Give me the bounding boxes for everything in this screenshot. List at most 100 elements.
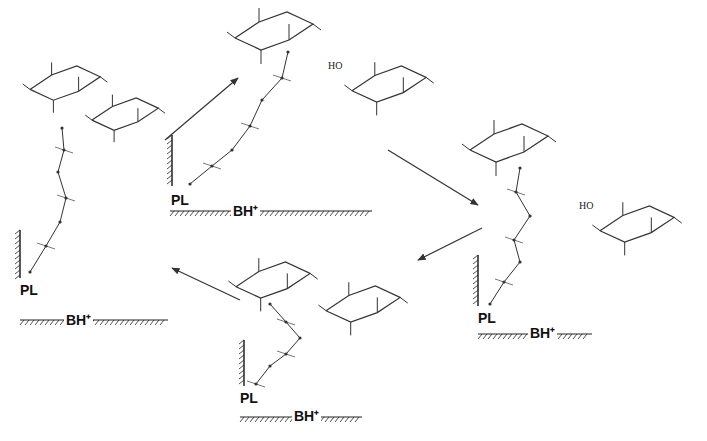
reaction-state: PLBH⁺ [12,50,174,335]
hatch-tick [518,334,522,339]
cofactor-label: PL [238,390,260,406]
hatch-tick [190,211,194,216]
hatch-tick [498,334,502,339]
protein-bar [243,340,245,386]
hatch-tick [15,260,20,264]
hatch-tick [285,211,289,216]
hatch-tick [340,417,344,422]
hatch-tick [245,417,249,422]
hatch-tick [260,417,264,422]
hatch-tick [473,260,478,264]
hatch-tick [15,250,20,254]
hatch-tick [205,211,209,216]
atom-dot [280,76,283,79]
atom-dot [528,214,531,217]
hatch-tick [95,320,99,325]
hatch-tick [350,417,354,422]
atom-dot [284,352,287,355]
cofactor-label: PL [18,282,40,298]
hatch-tick [25,320,29,325]
atom-dot [268,302,271,305]
hatch-tick [15,255,20,259]
hatch-tick [220,211,224,216]
hatch-tick [503,334,507,339]
substituent-bond [624,242,625,255]
atom-dot [284,320,287,323]
substituent-bond [548,136,556,142]
hatch-tick [285,417,289,422]
hatch-tick [175,211,179,216]
hatch-tick [55,320,59,325]
hatch-tick [473,300,478,304]
hatch-tick [250,417,254,422]
hatch-tick [15,240,20,244]
substituent-bond [289,24,290,40]
hatch-tick [305,211,309,216]
hatch-tick [167,155,172,159]
hatch-tick [345,417,349,422]
reaction-arrow [165,78,238,140]
atom-dot [298,336,301,339]
substituent-bond [674,217,682,223]
hatch-tick [365,211,369,216]
atom-dot [512,238,515,241]
substituent-bond [313,24,321,30]
hatch-tick [350,211,354,216]
hatch-tick [583,334,587,339]
hatch-tick [185,211,189,216]
phosphoryl-bond [277,319,295,325]
hatch-tick [239,375,244,379]
reaction-arrow [172,268,240,300]
hatch-tick [145,320,149,325]
hatch-tick [105,320,109,325]
substituent-bond [524,136,525,152]
hatch-tick [265,211,269,216]
hatch-tick [15,265,20,269]
hatch-tick [135,320,139,325]
phosphoryl-bond [277,351,295,357]
hatch-tick [473,265,478,269]
sugar-ring [236,262,310,298]
atom-dot [60,126,63,129]
atom-dot [64,196,67,199]
phosphoryl-bond [505,237,523,243]
hydroxyl-label: HO [578,200,594,211]
hatch-tick [150,320,154,325]
substituent-bond [158,108,165,113]
reaction-state: PL BH⁺ [472,112,700,347]
substituent-bond [403,77,404,92]
sugar-ring [326,286,400,322]
hatch-tick [335,417,339,422]
hatch-tick [167,180,172,184]
cofactor-label: PL [169,192,191,208]
sugar-ring [600,206,674,242]
atom-dot [254,382,257,385]
hatch-tick [240,417,244,422]
hatch-tick [155,320,159,325]
atom-dot [248,124,251,127]
hatch-tick [239,360,244,364]
hatch-tick [478,334,482,339]
substituent-bond [651,217,652,232]
hatch-tick [160,320,164,325]
substituent-bond [400,297,408,303]
hatch-tick [225,211,229,216]
substituent-bond [350,322,351,335]
sugar-ring [470,124,548,162]
substituent-bond [112,95,113,107]
atom-dot [502,280,505,283]
base-label: BH⁺ [528,325,557,341]
cofactor-label: PL [476,310,498,326]
hatch-tick [115,320,119,325]
atom-dot [188,182,191,185]
hatch-tick [110,320,114,325]
hatch-tick [255,417,259,422]
phosphoryl-bond [247,381,265,387]
hatch-tick [239,380,244,384]
hatch-tick [488,334,492,339]
substituent-bond [114,130,115,142]
hatch-tick [20,320,24,325]
substituent-bond [426,77,434,83]
